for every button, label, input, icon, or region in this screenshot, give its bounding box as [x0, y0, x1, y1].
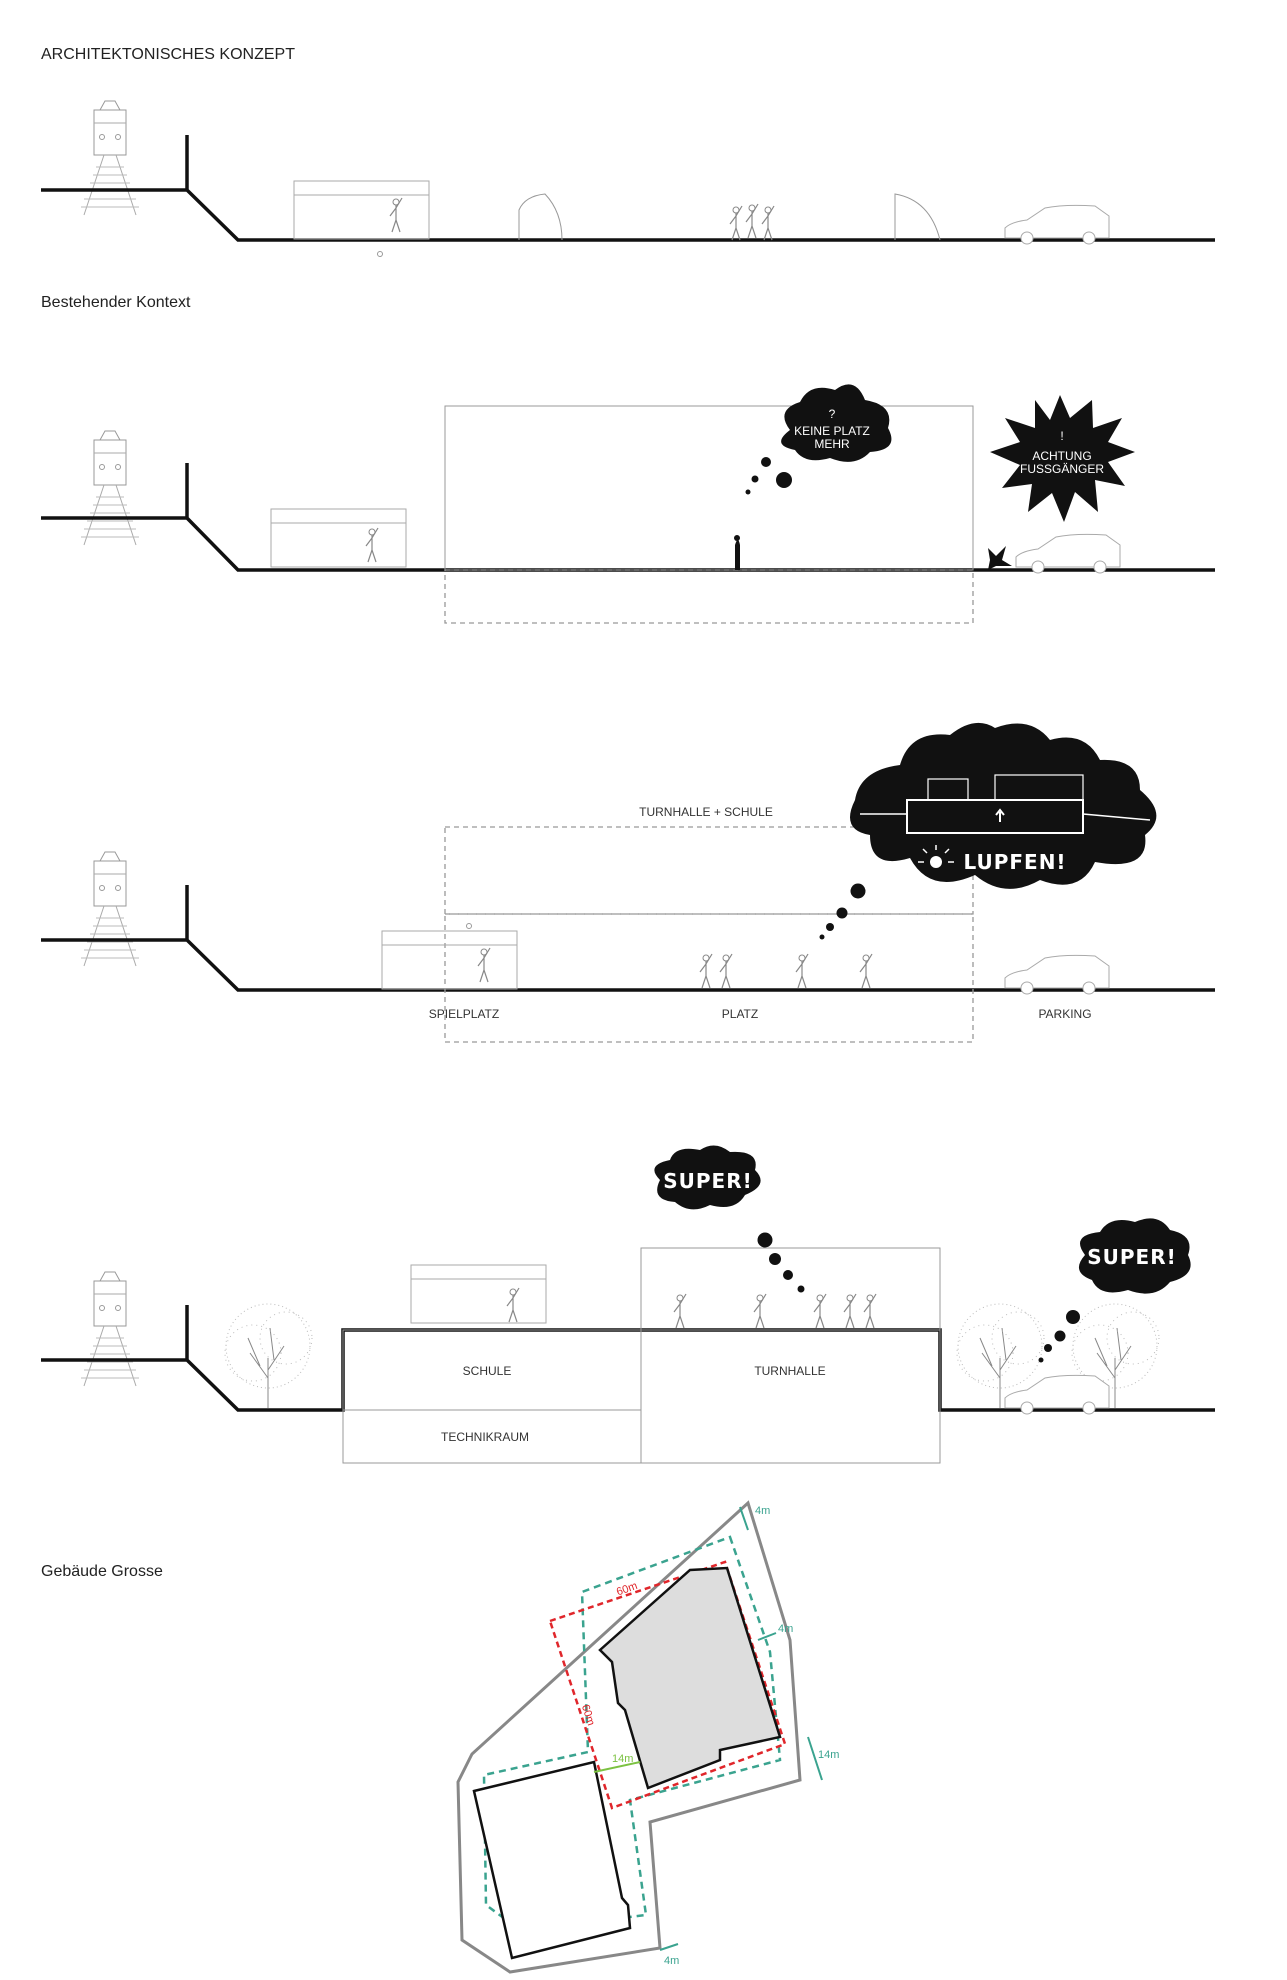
lightbulb-icon — [930, 856, 942, 868]
underground-volume — [444, 569, 974, 624]
section-1-existing — [41, 100, 1215, 257]
building-volume — [444, 405, 974, 571]
car-icon — [1004, 954, 1110, 995]
size-heading: Gebäude Grosse — [41, 1563, 163, 1580]
platz-label: PLATZ — [722, 1007, 758, 1021]
parking-label: PARKING — [1038, 1007, 1091, 1021]
exclamation-mark: ! — [1060, 429, 1063, 443]
dim-4m-right: 4m — [778, 1623, 793, 1635]
impact-icon — [988, 546, 1012, 570]
dim-4m-top: 4m — [755, 1505, 770, 1517]
roof-playground-swing — [410, 1264, 547, 1324]
train-icon — [80, 100, 140, 216]
train-icon — [80, 430, 140, 546]
playground-swing — [293, 180, 430, 240]
super-text-1: SUPER! — [663, 1169, 753, 1193]
arrow-up-icon — [995, 808, 1005, 822]
roof-figure-1 — [673, 1293, 687, 1329]
question-mark: ? — [829, 407, 836, 421]
alert-burst — [990, 395, 1135, 522]
group-figure-2 — [745, 203, 759, 239]
site-boundary — [456, 1500, 802, 1974]
roof-play-volume — [640, 1247, 941, 1331]
max-footprint-outline — [548, 1560, 787, 1810]
dim-4m-bottom: 4m — [664, 1955, 679, 1967]
roof-person — [506, 1287, 520, 1323]
dim-14m-mid: 14m — [612, 1753, 633, 1765]
section-4-final: SCHULE TURNHALLE TECHNIKRAUM SUPER! SUPE… — [41, 1145, 1215, 1464]
playground-swing — [381, 930, 518, 990]
roof-figure-2 — [753, 1293, 767, 1329]
gate-arc-1 — [518, 193, 563, 241]
person-black — [735, 540, 740, 570]
context-heading: Bestehender Kontext — [41, 294, 191, 311]
ground-line — [41, 135, 1215, 242]
roof-figure-5 — [863, 1293, 877, 1329]
car-icon — [1004, 204, 1110, 245]
group-figure-1 — [729, 205, 743, 241]
person-figure — [389, 197, 403, 233]
thought-cloud-no-space — [781, 384, 892, 462]
turnhalle-schule-label: TURNHALLE + SCHULE — [639, 805, 773, 819]
thought-cloud-lift — [850, 722, 1157, 889]
train-icon — [80, 1271, 140, 1387]
thought-cloud-super-2 — [1078, 1218, 1191, 1294]
plaza-figure-2 — [719, 953, 733, 989]
train-icon — [80, 851, 140, 967]
turnhalle-label: TURNHALLE — [754, 1364, 825, 1378]
concept-heading: ARCHITEKTONISCHES KONZEPT — [41, 46, 295, 63]
technikraum-label: TECHNIKRAUM — [441, 1430, 529, 1444]
open-plaza-outline — [444, 913, 974, 1043]
ground-line — [41, 885, 1215, 992]
dim-60m-side: 60m — [579, 1703, 597, 1727]
new-building-footprint — [598, 1566, 782, 1790]
section-3-solution: TURNHALLE + SCHULE SPIELPLATZ PLATZ PARK… — [41, 722, 1215, 1043]
roof-figure-3 — [813, 1293, 827, 1329]
schule-label: SCHULE — [463, 1364, 512, 1378]
plaza-figure-4 — [859, 953, 873, 989]
car-icon — [1004, 1374, 1110, 1415]
plaza-figure-3 — [795, 953, 809, 989]
playground-swing — [270, 508, 407, 568]
plaza-figure-1 — [699, 953, 713, 989]
gym-block — [640, 1329, 941, 1464]
gate-arc-2 — [894, 193, 941, 241]
roof-figure-4 — [843, 1293, 857, 1329]
dim-14m-right: 14m — [818, 1749, 839, 1761]
lift-text: LUPFEN! — [963, 850, 1066, 874]
spielplatz-label: SPIELPLATZ — [429, 1007, 499, 1021]
super-text-2: SUPER! — [1087, 1245, 1177, 1269]
existing-building-footprint — [472, 1760, 632, 1960]
group-figure-3 — [761, 205, 775, 241]
car-icon — [1015, 533, 1121, 574]
person-figure — [365, 527, 379, 563]
site-plan: 60m 60m 4m 4m 14m 14m 4m — [456, 1500, 839, 1974]
person-figure — [477, 947, 491, 983]
thought-cloud-super-1 — [654, 1145, 761, 1210]
tree-icon-left — [224, 1303, 313, 1409]
